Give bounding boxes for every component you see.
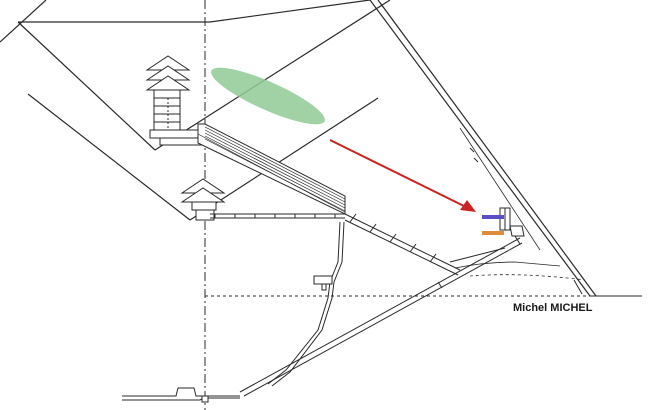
well-shaft xyxy=(267,221,345,387)
grotto xyxy=(313,275,333,285)
queens-chamber xyxy=(195,209,215,221)
relieving-chamber-1 xyxy=(153,89,181,99)
descending-passage xyxy=(239,237,586,397)
horizontal-passage xyxy=(210,213,345,219)
antechamber xyxy=(159,137,205,146)
upper-v-left xyxy=(17,21,156,151)
lower-chamber-stack xyxy=(180,178,226,221)
arrow-head xyxy=(460,200,476,212)
grand-gallery xyxy=(197,123,346,215)
entrance-structure xyxy=(469,147,583,295)
kings-chamber xyxy=(149,129,199,139)
upper-frame-top xyxy=(18,0,371,23)
outer-face-right xyxy=(369,0,591,297)
upper-v-right xyxy=(154,0,391,151)
lower-v-left xyxy=(27,93,191,221)
outer-face-left xyxy=(0,0,47,43)
void-highlight-ellipse xyxy=(211,67,325,125)
marker-blue-bar xyxy=(482,215,504,219)
pyramid-outline xyxy=(0,0,597,297)
relieving-chamber-2 xyxy=(153,97,181,107)
ascending-passage xyxy=(344,213,461,276)
relieving-chamber-4 xyxy=(153,113,181,123)
pointer-arrow xyxy=(329,139,476,212)
construction-lines xyxy=(17,0,391,221)
marker-orange-bar xyxy=(482,231,504,235)
relieving-chamber-5 xyxy=(153,121,181,131)
inner-face-right xyxy=(459,127,541,251)
relieving-chamber-3 xyxy=(153,105,181,115)
subterranean-chamber xyxy=(122,387,240,403)
outer-face-right-casing xyxy=(377,0,597,297)
author-credit: Michel MICHEL xyxy=(513,302,593,314)
upper-chamber-stack xyxy=(145,55,205,146)
queens-chamber-niche xyxy=(191,201,217,211)
